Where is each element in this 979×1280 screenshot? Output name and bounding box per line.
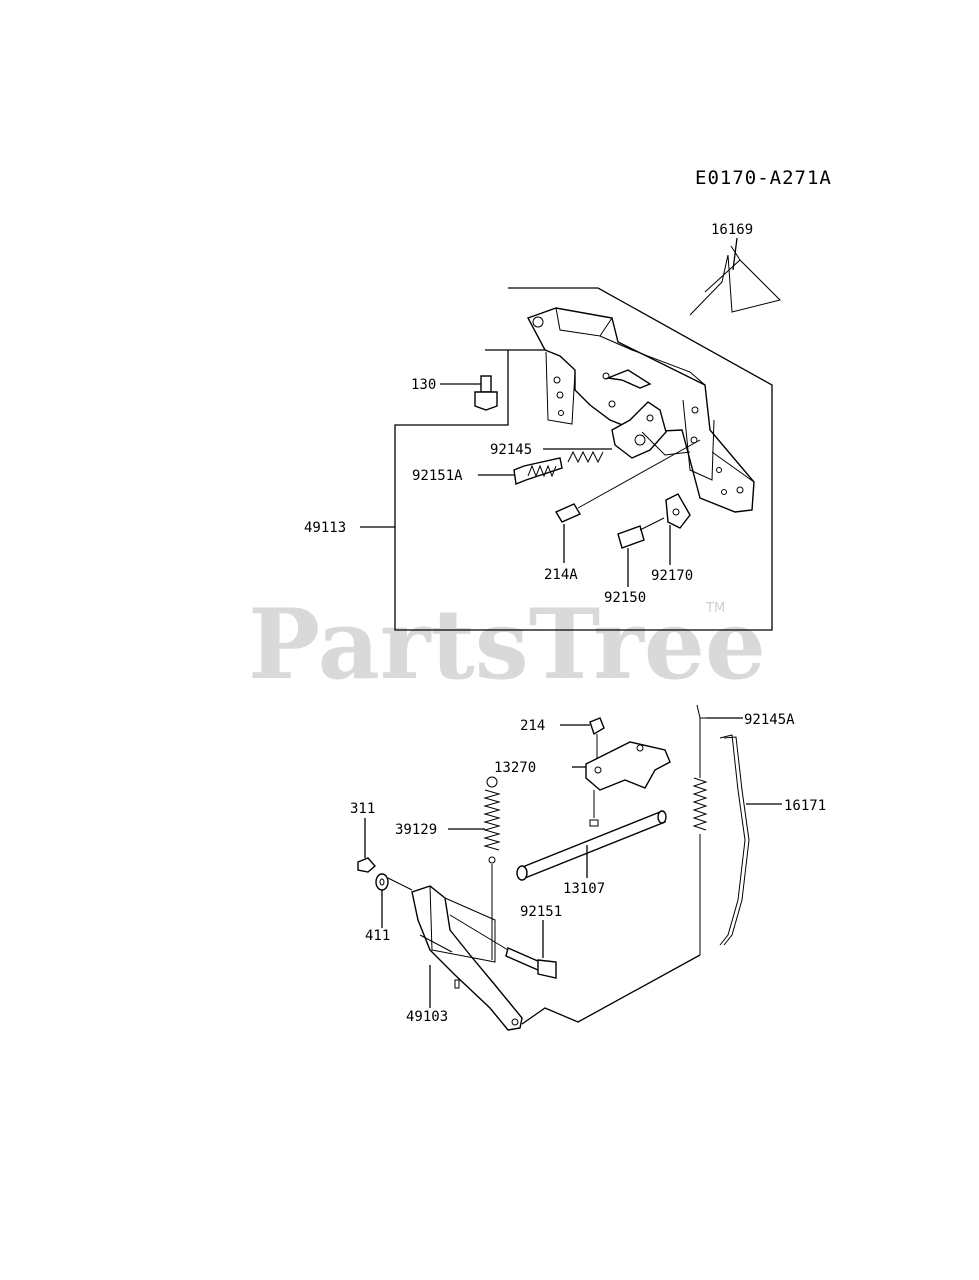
part-92150-bolt[interactable] xyxy=(617,517,665,549)
label-16171[interactable]: 16171 xyxy=(784,798,826,814)
label-49113[interactable]: 49113 xyxy=(304,520,346,536)
part-311-nut[interactable] xyxy=(357,857,376,873)
label-92145A[interactable]: 92145A xyxy=(744,712,795,728)
lower-outline xyxy=(521,954,701,1025)
label-92150[interactable]: 92150 xyxy=(604,590,646,606)
governor-assembly xyxy=(357,704,782,1031)
part-39129-spring[interactable] xyxy=(483,776,501,864)
label-92151[interactable]: 92151 xyxy=(520,904,562,920)
watermark-trademark: TM xyxy=(705,601,725,616)
label-92145[interactable]: 92145 xyxy=(490,442,532,458)
part-214-screw[interactable] xyxy=(589,717,605,760)
part-92151A-bolt[interactable] xyxy=(513,457,563,485)
assembly-outline xyxy=(394,287,773,631)
part-130-bolt[interactable] xyxy=(474,375,498,411)
label-92151A[interactable]: 92151A xyxy=(412,468,463,484)
label-311[interactable]: 311 xyxy=(350,801,375,817)
part-92145-spring[interactable] xyxy=(567,450,604,464)
part-92170-plate[interactable] xyxy=(665,493,691,529)
part-labels: 16169 130 92145 92151A 49113 214A 92170 … xyxy=(304,222,826,1025)
label-130[interactable]: 130 xyxy=(411,377,436,393)
label-39129[interactable]: 39129 xyxy=(395,822,437,838)
watermark: PartsTree xyxy=(248,588,766,701)
label-92170[interactable]: 92170 xyxy=(651,568,693,584)
label-13107[interactable]: 13107 xyxy=(563,881,605,897)
control-bracket-49113[interactable] xyxy=(527,307,755,513)
label-411[interactable]: 411 xyxy=(365,928,390,944)
diagram-code: E0170-A271A xyxy=(695,167,832,189)
part-214A-screw[interactable] xyxy=(554,503,582,523)
part-92151-bolt[interactable] xyxy=(449,914,557,979)
part-92145A-spring[interactable] xyxy=(692,704,708,955)
label-214[interactable]: 214 xyxy=(520,718,545,734)
label-13270[interactable]: 13270 xyxy=(494,760,536,776)
part-49103-lever[interactable] xyxy=(411,885,523,1031)
part-16171-rod[interactable] xyxy=(719,734,750,946)
label-214A[interactable]: 214A xyxy=(544,567,578,583)
part-13270-plate[interactable] xyxy=(585,741,671,791)
label-16169[interactable]: 16169 xyxy=(711,222,753,238)
part-411-washer[interactable] xyxy=(375,873,389,891)
part-13107-shaft[interactable] xyxy=(516,810,667,881)
label-49103[interactable]: 49103 xyxy=(406,1009,448,1025)
control-panel-assembly xyxy=(360,237,781,631)
